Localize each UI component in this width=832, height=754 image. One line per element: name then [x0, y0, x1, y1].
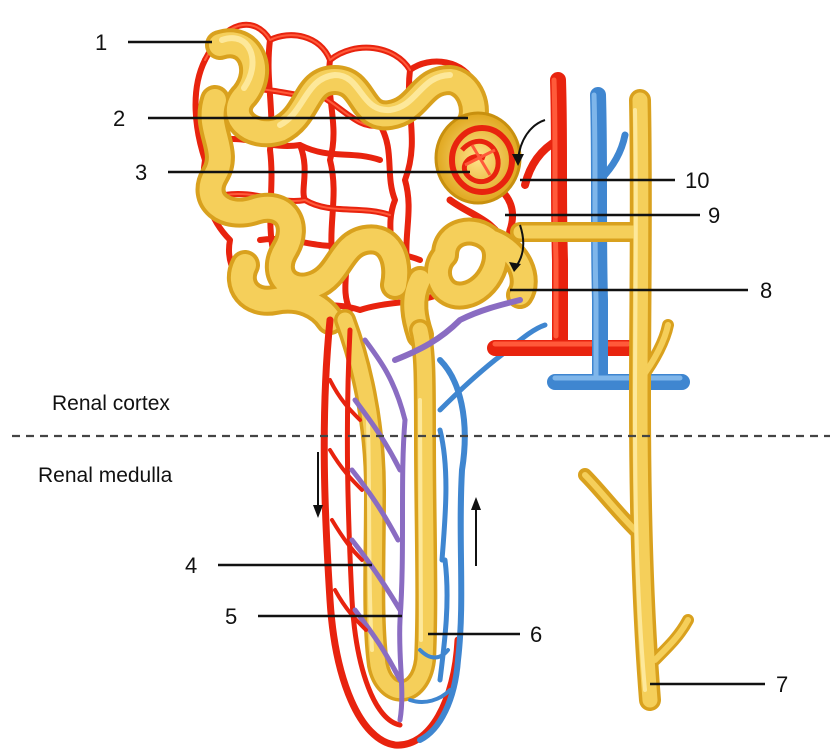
glomerulus: [436, 113, 520, 203]
renal-medulla-label: Renal medulla: [38, 464, 173, 487]
label-1: 1: [95, 30, 107, 55]
label-9: 9: [708, 203, 720, 228]
label-3: 3: [135, 160, 147, 185]
renal-cortex-label: Renal cortex: [52, 392, 170, 415]
label-5: 5: [225, 604, 237, 629]
label-8: 8: [760, 278, 772, 303]
label-2: 2: [113, 106, 125, 131]
label-6: 6: [530, 622, 542, 647]
label-7: 7: [776, 672, 788, 697]
label-10: 10: [685, 168, 709, 193]
label-4: 4: [185, 553, 197, 578]
